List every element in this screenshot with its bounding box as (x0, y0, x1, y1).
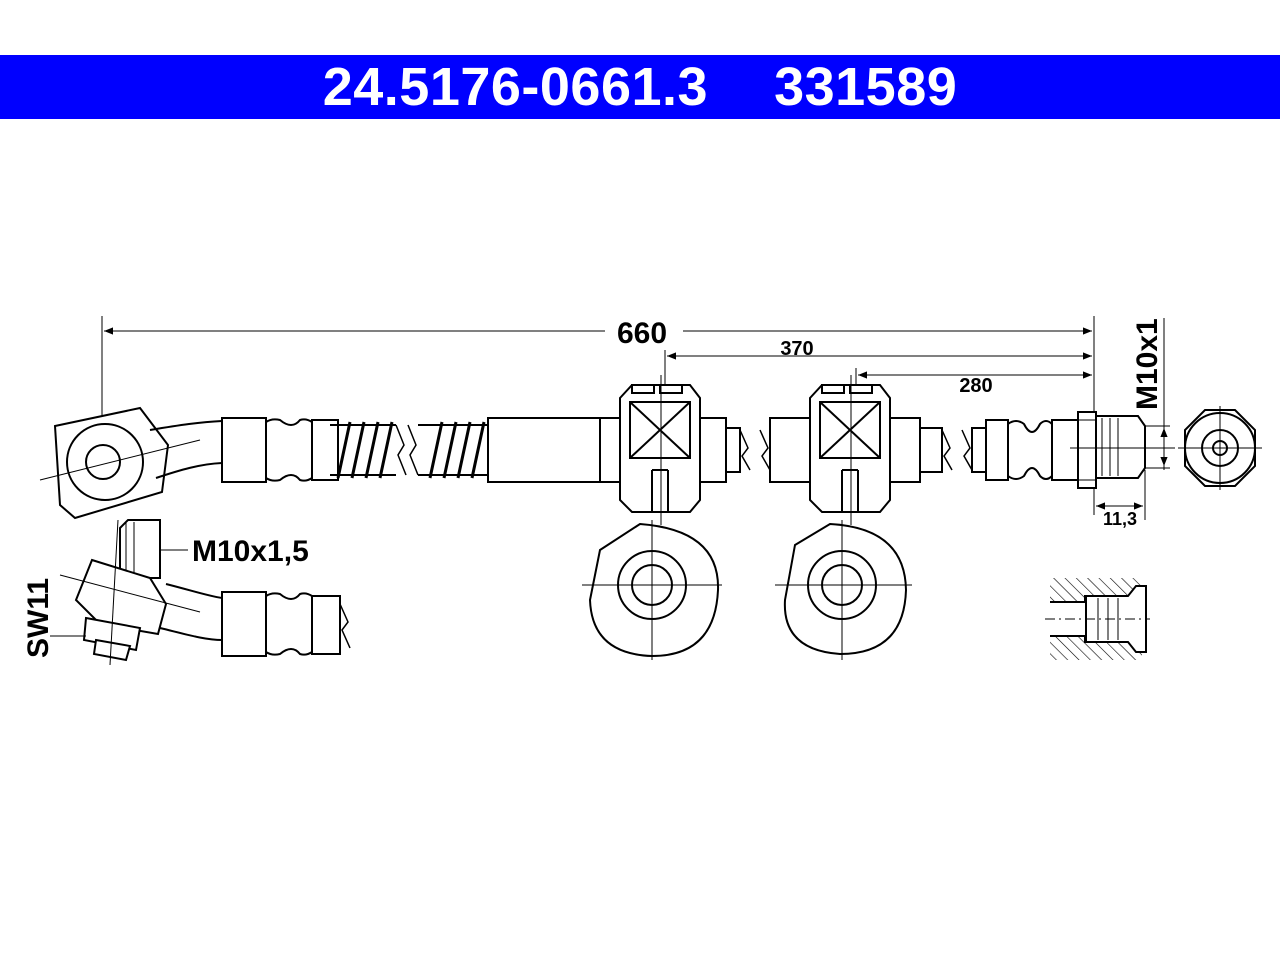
banjo-fitting-side (50, 519, 351, 666)
banjo-fitting-top (39, 406, 223, 520)
thread-right-label: M10x1 (1131, 318, 1164, 410)
bracket-clip-2 (809, 375, 973, 525)
part-number: 24.5176-0661.3 (322, 57, 709, 117)
dimension-lines (101, 316, 1170, 520)
reference-number: 331589 (774, 57, 958, 117)
end-fitting-right (971, 411, 1175, 489)
hose-left-section (221, 417, 419, 483)
hose-middle-section (418, 417, 621, 483)
clip-1-end-view (582, 520, 722, 660)
wrench-size-label: SW11 (22, 578, 55, 658)
clip1-distance-label: 370 (780, 338, 813, 360)
clip2-distance-label: 280 (959, 375, 992, 397)
overall-length-label: 660 (617, 317, 667, 350)
port-section-view (1045, 578, 1150, 660)
title-banner: 24.5176-0661.3 331589 (0, 55, 1280, 119)
thread-left-label: M10x1,5 (192, 535, 309, 568)
bracket-clip-1 (619, 375, 811, 525)
nut-end-view (1178, 406, 1262, 490)
dimension-labels: 660 370 280 11,3 M10x1,5 M10x1 SW11 (22, 317, 1164, 658)
clip-2-end-view (775, 520, 912, 660)
thread-length-label: 11,3 (1103, 509, 1137, 529)
